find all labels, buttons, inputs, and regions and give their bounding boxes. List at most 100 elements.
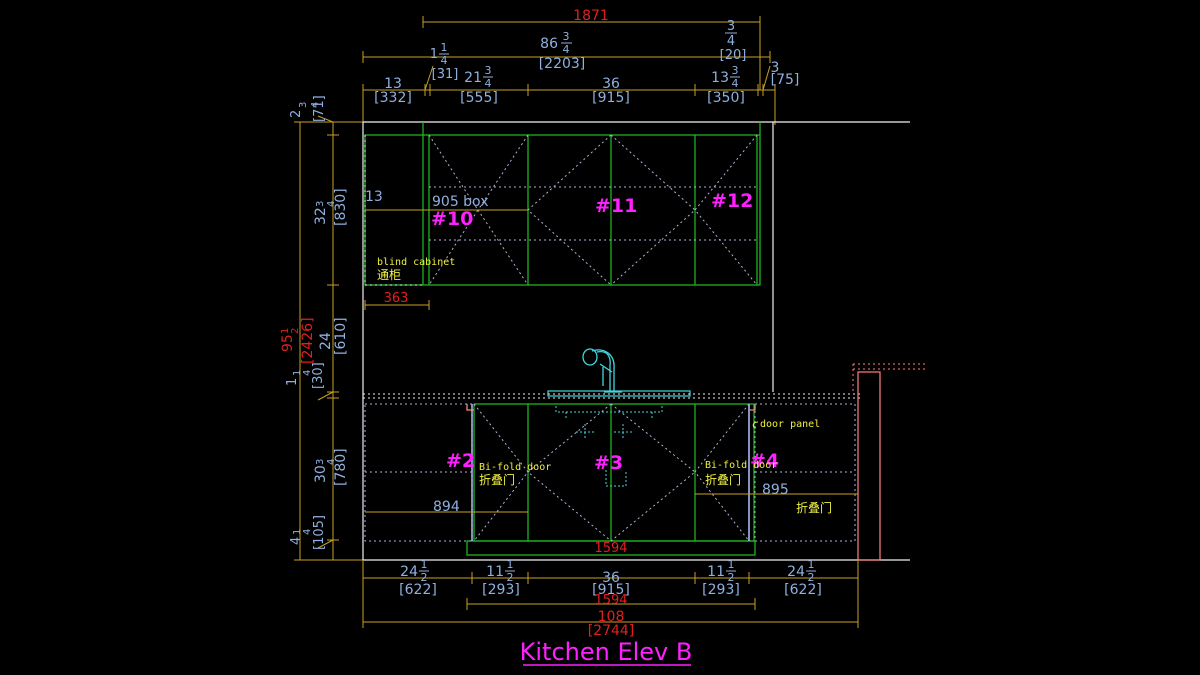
- dim-num: 3: [732, 64, 739, 77]
- dim-num: 3: [727, 19, 735, 34]
- dim-mm: [915]: [592, 90, 630, 106]
- dim-den: 4: [302, 529, 313, 535]
- dim-den: 4: [310, 102, 321, 108]
- dim-21-3-4: 21 3 4 [555]: [460, 64, 498, 106]
- dim-86-3-4: 86 3 4 [2203]: [539, 30, 586, 72]
- dim-4-1-4-left: 4 1 4 [105]: [289, 515, 327, 550]
- dim-13-top: 13 [332]: [374, 76, 412, 106]
- leader-line: [317, 539, 334, 549]
- dim-108-total: 108 [2744]: [588, 609, 635, 639]
- dim-24-left: 24 [610]: [318, 317, 349, 355]
- dim-whole: 30: [313, 465, 329, 483]
- cabinet-label-2: #2: [446, 450, 475, 472]
- dim-mm: [610]: [333, 317, 349, 355]
- dim-mm: [2203]: [539, 56, 586, 72]
- dim-mm: [31]: [432, 67, 459, 82]
- dim-mm: [75]: [771, 72, 800, 88]
- dim-whole: 1: [430, 47, 438, 62]
- annotation-905-box: 905 box: [432, 194, 488, 210]
- dim-36-c: 36 [915]: [592, 570, 630, 598]
- dim-den: 4: [732, 77, 739, 90]
- dim-den: 2: [421, 571, 428, 584]
- left-dimensions: [294, 115, 365, 561]
- drawing-title: Kitchen Elev B: [520, 638, 693, 666]
- dim-mm: [30]: [311, 362, 326, 389]
- dim-mm: [350]: [707, 90, 745, 106]
- dim-whole: 24: [318, 332, 334, 350]
- label-bifold-right: Bi-fold door: [705, 460, 777, 471]
- dim-num: 3: [563, 30, 570, 43]
- dim-den: 4: [485, 77, 492, 90]
- dim-1-1-4-top: 1 1 4 [31]: [430, 41, 459, 82]
- dim-den: 2: [808, 571, 815, 584]
- dim-den: 4: [441, 54, 448, 67]
- cabinet-label-4: #4: [750, 450, 779, 472]
- dim-whole: 2: [289, 110, 304, 118]
- label-bifold-right-cn: 折叠门: [705, 472, 741, 487]
- dim-num: 1: [808, 558, 815, 571]
- dim-24-1-2-e: 24 1 2 [622]: [784, 558, 822, 598]
- dim-num: 3: [298, 102, 309, 108]
- dim-num: 1: [421, 558, 428, 571]
- dim-num: 1: [507, 558, 514, 571]
- dim-num: 1: [280, 328, 291, 334]
- dim-whole: 13: [384, 76, 402, 92]
- dim-den: 4: [302, 370, 313, 376]
- dim-num: 3: [315, 459, 326, 465]
- leader-line: [317, 391, 334, 401]
- dim-mm: [830]: [333, 188, 349, 226]
- dim-num: 1: [441, 41, 448, 54]
- dim-whole: 4: [289, 537, 304, 545]
- dim-95-1-2-left: 95 1 2 [2426]: [280, 317, 316, 364]
- dim-whole: 36: [602, 76, 620, 92]
- cabinet-label-10: #10: [431, 208, 473, 230]
- leader-line: [424, 65, 434, 91]
- faucet-icon: [582, 348, 622, 393]
- dim-whole: 108: [598, 609, 625, 625]
- dim-whole: 95: [280, 334, 296, 352]
- dim-whole: 1: [285, 378, 300, 386]
- wall-outline: [362, 121, 910, 561]
- dim-895: 895: [762, 482, 789, 498]
- dim-whole: 21: [464, 70, 482, 86]
- upper-annotation-lines: [364, 209, 528, 310]
- label-blind-cabinet-cn: 通柜: [377, 268, 401, 282]
- top-dimensions: [362, 16, 776, 125]
- dim-mm: [555]: [460, 90, 498, 106]
- dim-mm: [622]: [399, 582, 437, 598]
- dim-whole: 24: [787, 564, 805, 580]
- dim-whole: 36: [602, 570, 620, 586]
- dim-mm: [780]: [333, 448, 349, 486]
- leader-line: [317, 115, 334, 123]
- dim-2-3-4-left: 2 3 4 [71]: [289, 95, 327, 122]
- dim-den: 4: [326, 201, 337, 207]
- dim-den: 2: [728, 571, 735, 584]
- bottom-dimensions: [362, 560, 859, 628]
- dim-mm: [105]: [312, 515, 327, 550]
- dim-num: 1: [728, 558, 735, 571]
- dim-num: 3: [315, 201, 326, 207]
- dim-13-3-4: 13 3 4 [350]: [707, 64, 745, 106]
- label-bifold-left-cn: 折叠门: [479, 472, 515, 487]
- dim-whole: 3: [771, 60, 780, 76]
- dim-32-3-4-left: 32 3 4 [830]: [313, 188, 349, 226]
- dim-overall-1871: 1871: [573, 8, 609, 24]
- dim-24-1-2-a: 24 1 2 [622]: [399, 558, 437, 598]
- dim-num: 1: [292, 529, 303, 535]
- label-bifold-left: Bi-fold door: [479, 462, 551, 473]
- dim-den: 4: [563, 43, 570, 56]
- dim-30-3-4-left: 30 3 4 [780]: [313, 448, 349, 486]
- label-blind-cabinet: blind cabinet: [377, 257, 455, 268]
- dim-num: 3: [485, 64, 492, 77]
- dim-mm: [2744]: [588, 623, 635, 639]
- dim-den: 4: [727, 34, 735, 49]
- cabinet-label-12: #12: [711, 190, 753, 212]
- dim-den: 4: [326, 459, 337, 465]
- dim-whole: 24: [400, 564, 418, 580]
- dim-mm: [915]: [592, 582, 630, 598]
- dim-13-upper: 13: [365, 189, 383, 205]
- dim-den: 2: [507, 571, 514, 584]
- dim-11-1-2-d: 11 1 2 [293]: [702, 558, 740, 598]
- dim-36-top: 36 [915]: [592, 76, 630, 106]
